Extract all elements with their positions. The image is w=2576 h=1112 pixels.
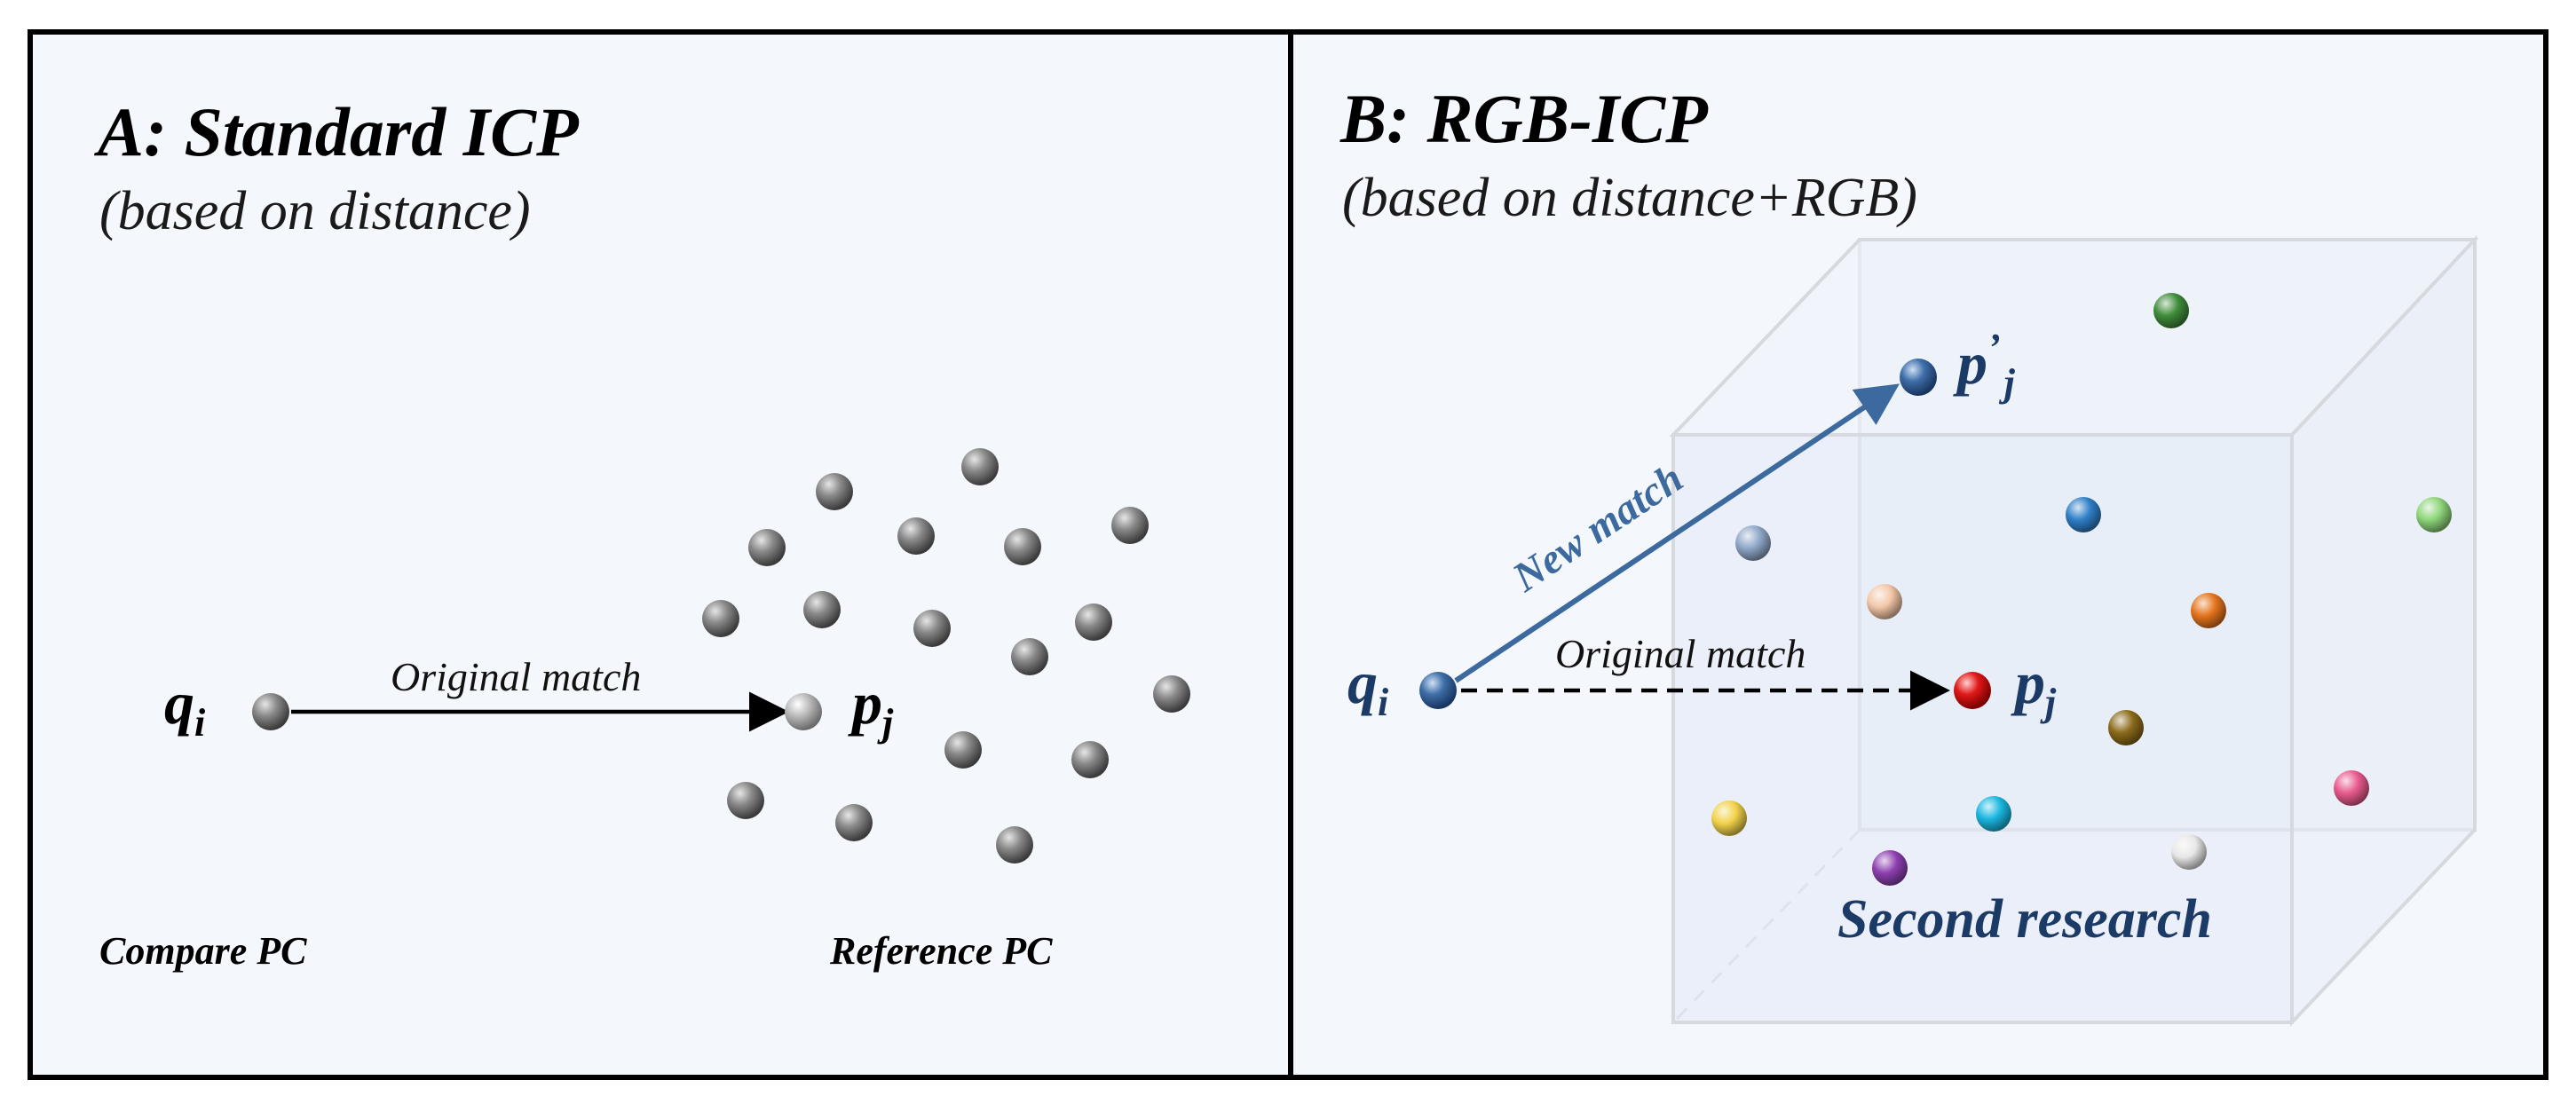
reference-point xyxy=(1153,675,1190,713)
color-point xyxy=(2108,710,2144,745)
reference-point xyxy=(1011,638,1048,675)
color-point xyxy=(2334,770,2369,806)
panel-b-p-prime-symbol: p xyxy=(1953,329,1987,397)
reference-point xyxy=(996,826,1033,864)
reference-point xyxy=(835,804,873,841)
reference-point xyxy=(1071,741,1109,778)
panel-b-original-matched-point xyxy=(1954,672,1991,709)
color-point xyxy=(2416,497,2452,532)
reference-point xyxy=(944,731,982,769)
color-point xyxy=(2153,293,2189,328)
reference-point xyxy=(748,529,786,566)
color-point xyxy=(2191,593,2226,628)
color-point xyxy=(1872,850,1908,886)
reference-point xyxy=(1004,528,1041,565)
color-point xyxy=(2171,834,2207,870)
panel-b-color-points xyxy=(1711,293,2452,886)
panel-b-q-symbol: q xyxy=(1347,649,1378,716)
panel-a-frame xyxy=(28,29,1293,1080)
reference-point xyxy=(1111,507,1149,544)
cube-front-face xyxy=(1671,433,2294,1024)
reference-point xyxy=(702,600,739,637)
panel-b-p-prime-mark: ’ xyxy=(1987,326,2001,369)
color-point xyxy=(1711,800,1747,836)
panel-b-second-search-label: Second research xyxy=(1837,889,2212,950)
color-point xyxy=(1976,796,2011,832)
reference-point xyxy=(1075,603,1112,641)
color-point xyxy=(1867,584,1902,619)
panel-a-subtitle: (based on distance) xyxy=(99,181,531,241)
reference-point xyxy=(803,591,841,628)
panel-a-original-match-label: Original match xyxy=(391,654,641,699)
panel-a-reference-pc-label: Reference PC xyxy=(829,929,1053,973)
reference-point xyxy=(961,448,999,485)
panel-a-q-symbol: q xyxy=(164,669,194,737)
color-point xyxy=(1735,525,1771,561)
panel-b-p-symbol: p xyxy=(2011,649,2045,716)
panel-b-query-point xyxy=(1419,672,1457,709)
panel-a-compare-pc-label: Compare PC xyxy=(99,929,307,973)
panel-a-p-symbol: p xyxy=(848,669,882,737)
panel-b-subtitle: (based on distance+RGB) xyxy=(1342,168,1917,228)
panel-b-original-match-label: Original match xyxy=(1555,631,1806,676)
panel-b-new-match-arrow xyxy=(1454,383,1900,683)
panel-a-query-point xyxy=(252,693,289,730)
panel-a-q-label: qi xyxy=(164,669,206,745)
reference-point xyxy=(816,473,853,510)
reference-point xyxy=(913,610,951,647)
panel-b-new-matched-point xyxy=(1900,359,1937,396)
panel-b-title: B: RGB-ICP xyxy=(1339,80,1709,157)
reference-point xyxy=(897,517,935,555)
panel-a-p-label: pj xyxy=(848,669,894,745)
panel-a-matched-point xyxy=(785,693,822,730)
panel-a-title: A: Standard ICP xyxy=(93,93,580,170)
reference-point xyxy=(727,782,764,819)
panel-b-q-sub: i xyxy=(1378,681,1389,724)
panel-b-q-label: qi xyxy=(1347,649,1389,724)
panel-a-q-sub: i xyxy=(194,701,206,745)
panel-a-reference-cloud xyxy=(702,448,1190,864)
panel-b-p-label: pj xyxy=(2011,649,2057,724)
color-point xyxy=(2066,497,2101,532)
